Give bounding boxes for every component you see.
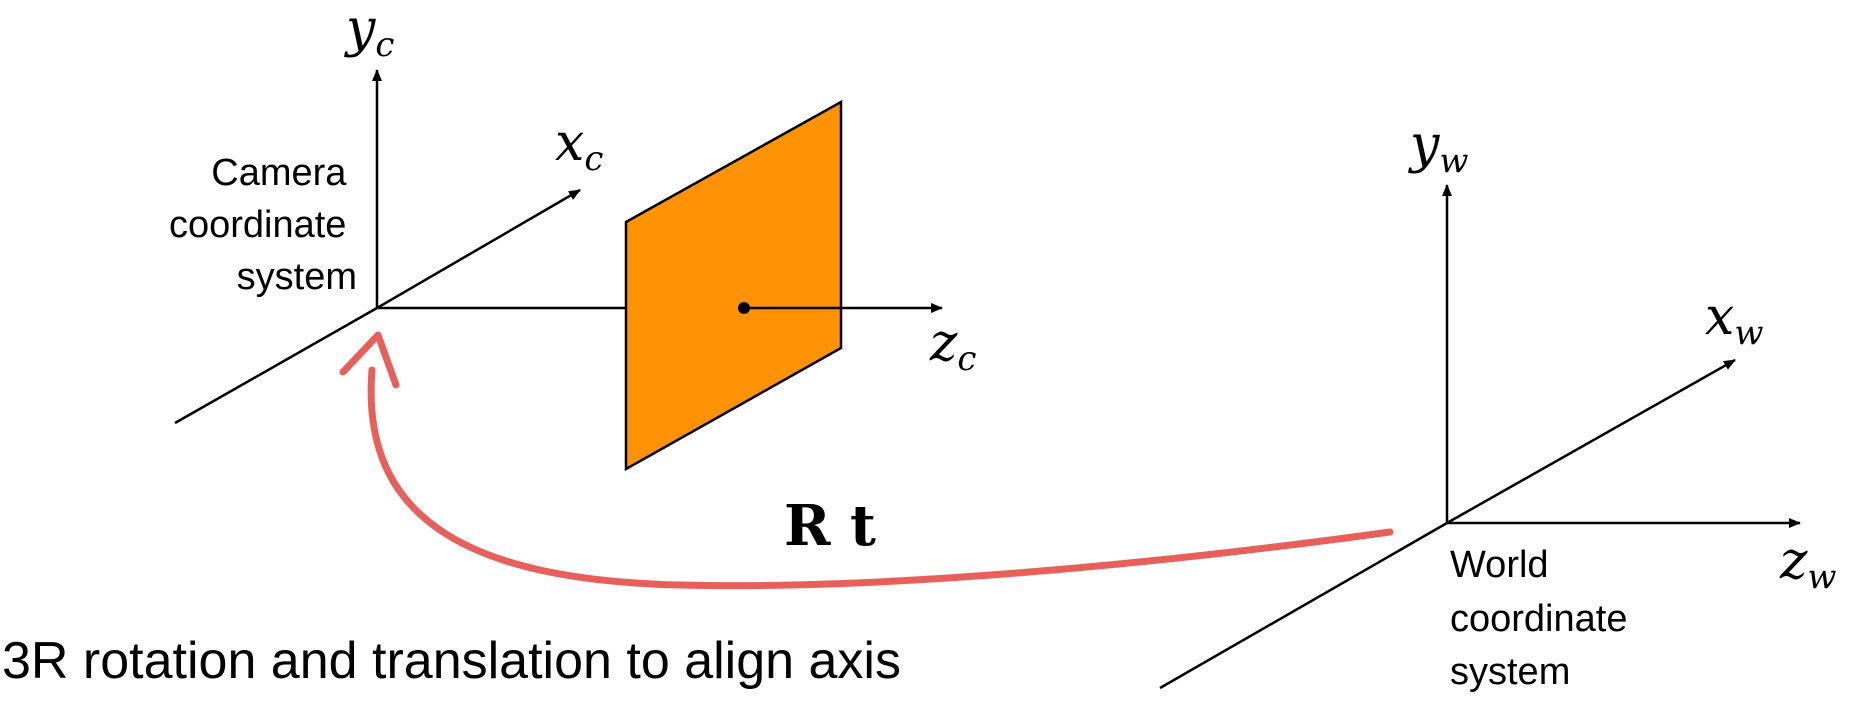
camera-label-line-2: coordinate [169, 204, 346, 246]
transform-arrow: R t [339, 331, 1394, 590]
world-label-line-2: coordinate [1450, 598, 1627, 640]
camera-label-line-1: Camera [211, 152, 347, 194]
world-system-label: World coordinate system [1450, 544, 1638, 693]
world-y-axis-label: yw [1408, 115, 1469, 181]
camera-label-line-3: system [237, 256, 357, 298]
camera-z-axis-label: zc [929, 313, 976, 379]
transform-arrow-curve [367, 366, 1394, 590]
world-label-line-1: World [1450, 544, 1549, 586]
camera-x-axis [376, 188, 581, 310]
camera-coordinate-system: yc xc zc Camera coordinate system [169, 0, 976, 472]
principal-point [738, 302, 750, 314]
world-x-axis-back [1159, 521, 1448, 690]
caption: 3R rotation and translation to align axi… [2, 632, 901, 690]
camera-x-axis-label: xc [555, 113, 603, 179]
world-coordinate-system: yw xw zw World coordinate system [1159, 115, 1837, 693]
transform-arrow-head [339, 331, 400, 389]
world-x-axis [1446, 358, 1736, 525]
camera-y-axis-label: yc [344, 0, 394, 65]
world-z-axis-label: zw [1779, 531, 1837, 597]
transform-label: R t [784, 493, 876, 559]
camera-x-axis-back [174, 306, 378, 425]
camera-system-label: Camera coordinate system [169, 152, 357, 298]
image-plane [624, 99, 843, 472]
world-x-axis-label: xw [1705, 287, 1763, 353]
world-label-line-3: system [1450, 651, 1570, 693]
